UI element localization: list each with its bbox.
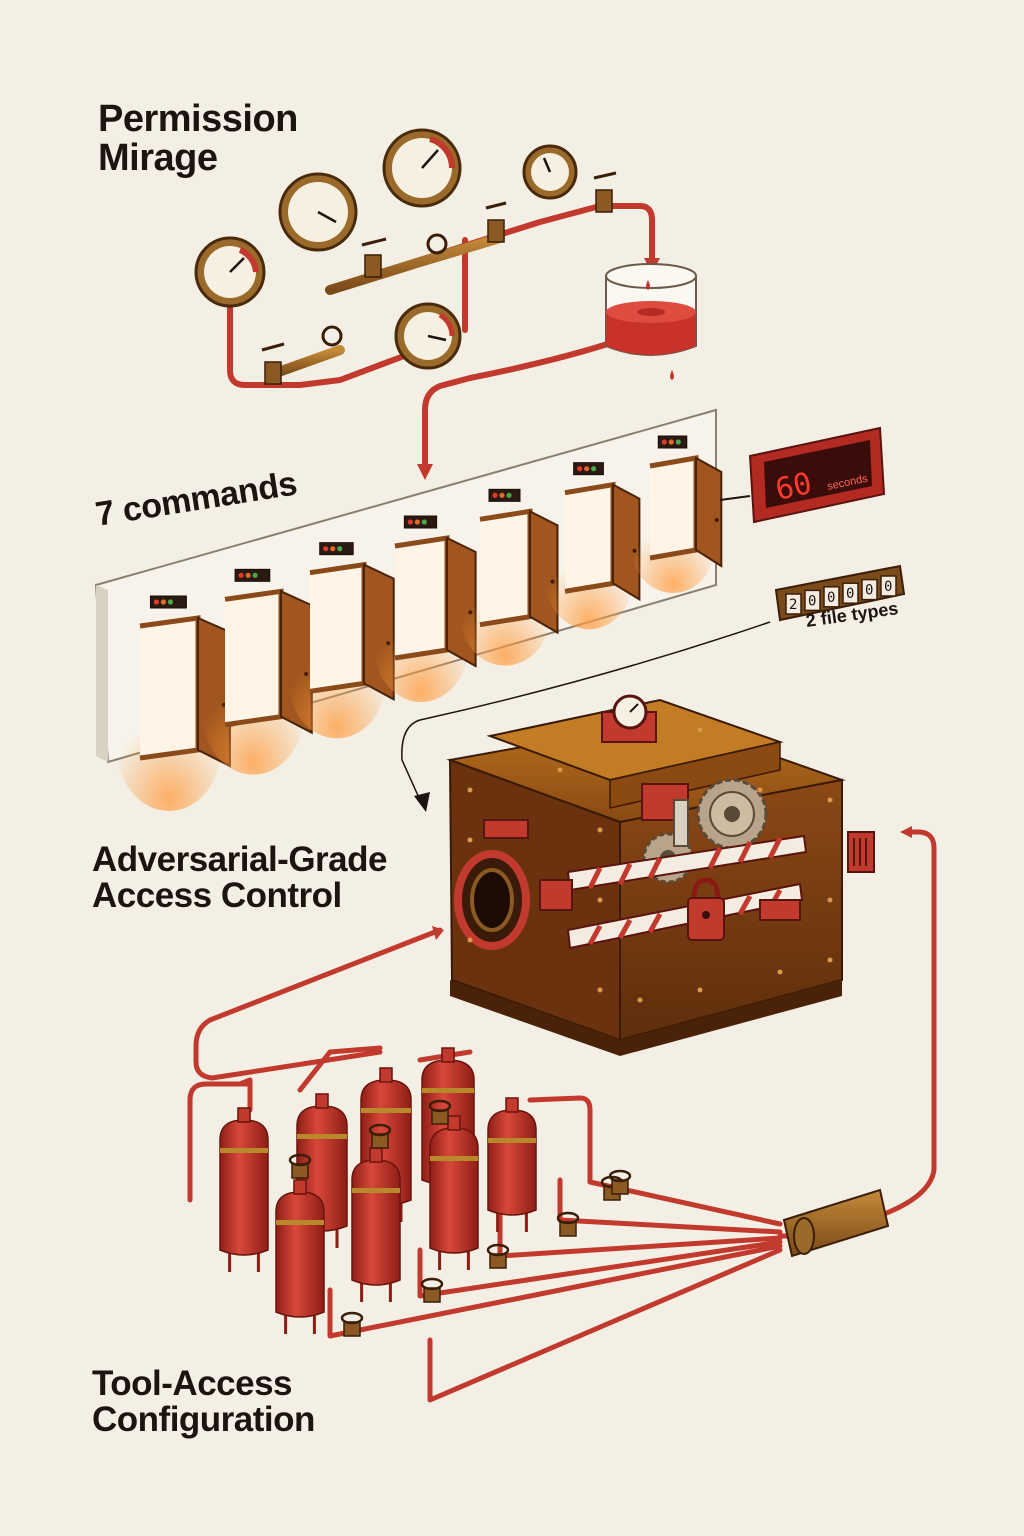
gas-cylinder-icon [219,1107,269,1272]
gas-cylinder-icon [351,1147,401,1302]
label-tool-access-configuration: Tool-Access Configuration [92,1364,315,1439]
valve-wheel-icon [486,1243,510,1269]
label-adversarial-access-control: Adversarial-Grade Access Control [92,840,387,915]
countdown-timer: 60 seconds [719,426,886,524]
counter-digit: 0 [880,575,897,597]
gas-cylinder-icon [275,1179,325,1334]
pressure-gauge-icon [382,128,462,208]
rivet-icon [697,727,703,733]
rivet-icon [597,827,603,833]
rivet-icon [467,787,473,793]
counter-digit: 0 [842,582,859,604]
status-light-panel [234,568,271,582]
timer-value: 60 [772,466,815,508]
valve-handle-icon [593,171,617,213]
rivet-icon [467,837,473,843]
valve-wheel-icon [420,1277,444,1303]
rivet-icon [597,897,603,903]
counter-digit: 0 [804,589,821,612]
svg-text:0: 0 [808,593,816,609]
gear-icon [696,778,768,850]
valve-wheel-icon [321,233,448,347]
pressure-gauge-icon [194,236,266,308]
valve-wheel-icon [368,1123,392,1149]
door-wall [94,408,723,811]
rivet-icon [467,937,473,943]
valve-handle-icon [261,342,285,385]
valve-handle-icon [485,201,507,243]
pressure-gauge-icon [522,144,578,200]
door-icon [545,462,641,630]
access-control-machine [446,694,875,1056]
valve-wheel-icon [288,1153,312,1179]
counter-digit: 0 [823,586,840,608]
valve-group [261,171,617,385]
valve-wheel-icon [556,1211,580,1237]
rivet-icon [557,767,563,773]
rivet-icon [827,897,833,903]
door-icon [202,568,313,775]
status-light-panel [319,542,354,556]
svg-text:2: 2 [789,597,797,613]
valve-handle-icon [361,237,387,278]
status-light-panel [573,462,604,476]
pressure-gauge-icon [278,172,358,252]
fluid-tank-icon [605,263,697,380]
gas-cylinder-icon [487,1097,537,1232]
valve-wheel-icon [428,1099,452,1125]
rivet-icon [637,997,643,1003]
status-light-panel [149,595,187,609]
door-icon [631,435,723,593]
rivet-icon [827,957,833,963]
counter-digit: 0 [861,578,878,601]
svg-text:0: 0 [827,590,835,606]
rivet-icon [597,987,603,993]
machine-gauge-icon [601,694,657,743]
svg-text:0: 0 [846,586,854,602]
label-permission-mirage: Permission Mirage [98,98,298,179]
rivet-icon [777,969,783,975]
gas-cylinder-icon [429,1115,479,1270]
rivet-icon [827,797,833,803]
rivet-icon [697,987,703,993]
vent-grille-icon [847,831,875,873]
status-light-panel [657,435,688,449]
status-light-panel [403,515,438,529]
porthole-icon [454,850,530,950]
valve-wheel-icon [340,1311,364,1337]
counter-digit: 2 [785,593,802,615]
key-lock-icon [641,783,689,847]
pipe-coupler [782,1188,890,1258]
rivet-icon [757,787,763,793]
padlock-icon [687,877,725,941]
status-light-panel [488,488,521,502]
svg-text:0: 0 [884,579,892,595]
door-icon [288,542,395,739]
pressure-gauge-icon [394,302,462,370]
gauge-pipe-network [194,128,697,480]
svg-text:0: 0 [865,583,873,599]
door-icon [460,488,559,666]
valve-wheel-icon [608,1169,632,1195]
